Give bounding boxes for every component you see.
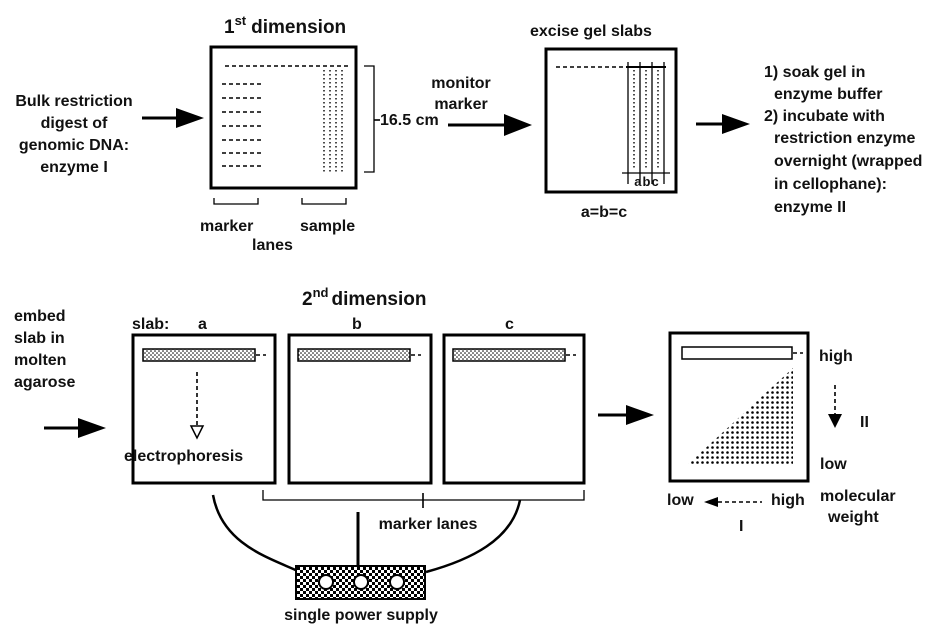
enzyme-one-label: I <box>739 518 743 535</box>
electrophoresis-label: electrophoresis <box>124 448 243 465</box>
input-line-2: digest of <box>41 115 108 132</box>
embed-line-2: slab in <box>14 330 65 347</box>
second-dimension-gel-c <box>442 333 586 485</box>
power-wiring <box>211 494 522 574</box>
length-bracket <box>364 65 380 173</box>
slab-label-b: b <box>352 316 362 333</box>
step-line-2: enzyme buffer <box>774 86 882 103</box>
slab-prefix: slab: <box>132 316 169 333</box>
embed-instructions: embed slab in molten agarose <box>14 308 75 391</box>
molecular-weight-line-1: molecular <box>820 488 896 505</box>
step-line-6: in cellophane): <box>774 176 887 193</box>
step-line-4: restriction enzyme <box>774 130 915 147</box>
step-line-1: 1) soak gel in <box>764 64 865 81</box>
marker-lanes-label-line-2: lanes <box>252 237 293 254</box>
embed-line-1: embed <box>14 308 66 325</box>
step-line-3: 2) incubate with <box>764 108 885 125</box>
slab-letters: abc <box>634 174 659 189</box>
embed-line-4: agarose <box>14 374 75 391</box>
monitor-label-line-2: marker <box>434 96 487 113</box>
input-line-1: Bulk restriction <box>15 93 132 110</box>
second-dimension-gel-a <box>131 333 277 485</box>
arrow-to-steps <box>696 114 750 134</box>
result-gel <box>668 331 810 483</box>
power-supply-label: single power supply <box>284 607 438 624</box>
excise-label: excise gel slabs <box>530 23 652 40</box>
marker-lanes-label-line-1: marker <box>200 218 253 235</box>
sample-bracket <box>301 198 347 205</box>
sample-lanes <box>323 70 343 172</box>
input-line-4: enzyme I <box>40 159 108 176</box>
slab-lanes <box>622 62 670 184</box>
enzyme-two-arrow <box>828 385 842 428</box>
arrow-to-result <box>598 405 654 425</box>
length-label: 16.5 cm <box>380 112 439 129</box>
excised-gel <box>544 47 678 194</box>
low-label: low <box>820 456 847 473</box>
high-label: high <box>819 348 853 365</box>
marker-lanes-label-bottom: marker lanes <box>379 516 478 533</box>
monitor-label-line-1: monitor <box>431 75 491 92</box>
axis-high-label: high <box>771 492 805 509</box>
arrow-to-slabs <box>44 418 106 438</box>
step-line-7: enzyme II <box>774 199 846 216</box>
digest-spot-pattern <box>686 368 793 466</box>
step-line-5: overnight (wrapped <box>774 153 922 170</box>
power-supply <box>295 565 426 600</box>
input-line-3: genomic DNA: <box>19 137 129 154</box>
power-terminal <box>318 574 334 590</box>
sample-label: sample <box>300 218 355 235</box>
equal-label: a=b=c <box>581 204 627 221</box>
marker-lanes-bracket <box>213 198 259 205</box>
input-description: Bulk restriction digest of genomic DNA: … <box>15 93 132 176</box>
axis-low-label: low <box>667 492 694 509</box>
power-terminal <box>353 574 369 590</box>
slab-label-c: c <box>505 316 514 333</box>
first-dimension-gel <box>209 45 358 190</box>
digest-steps: 1) soak gel in enzyme buffer 2) incubate… <box>764 64 922 216</box>
enzyme-one-arrow <box>704 497 762 507</box>
power-terminal <box>389 574 405 590</box>
molecular-weight-line-2: weight <box>827 509 879 526</box>
enzyme-two-label: II <box>860 414 869 431</box>
arrow-to-second-gel <box>448 114 532 136</box>
second-dimension-gel-b <box>287 333 433 485</box>
slab-label-a: a <box>198 316 207 333</box>
embed-line-3: molten <box>14 352 66 369</box>
arrow-to-first-gel <box>142 108 204 128</box>
